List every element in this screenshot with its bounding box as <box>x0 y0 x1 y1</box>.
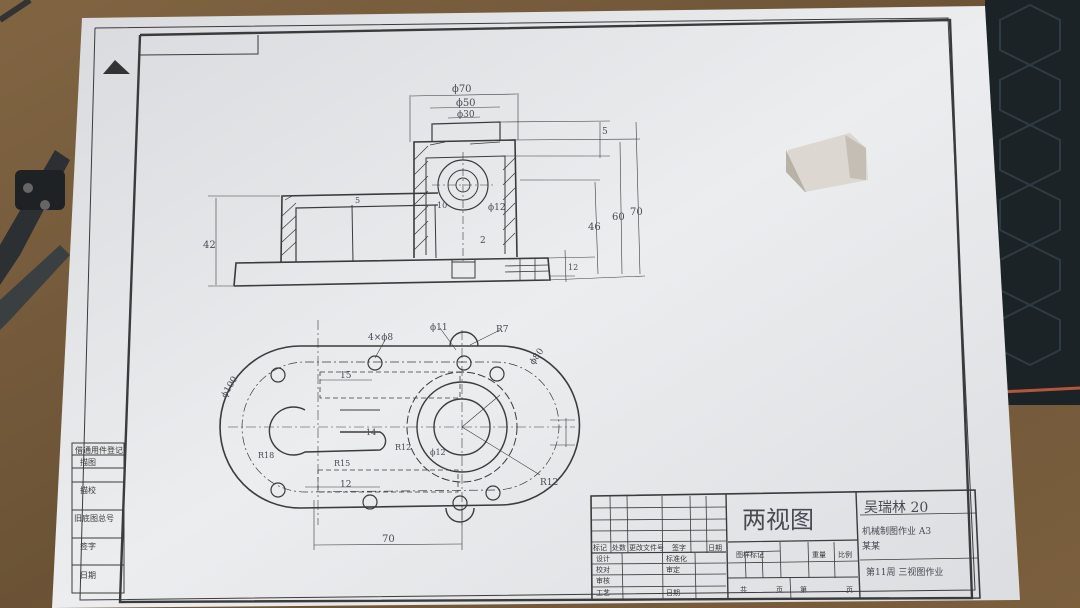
dim-12-base: 12 <box>568 263 578 272</box>
material-note: 机械制图作业 A3 <box>862 525 931 537</box>
tb-approve: 审定 <box>666 565 680 574</box>
tb-check: 校对 <box>596 565 610 574</box>
dim-70: 70 <box>630 207 643 218</box>
compass-tool <box>0 0 70 330</box>
drawing-title: 两视图 <box>742 506 814 534</box>
tb-num-label: 第 <box>800 585 807 594</box>
dim-d12-front: ϕ12 <box>488 203 506 213</box>
dim-14: 14 <box>366 428 376 437</box>
tb-design: 设计 <box>596 554 610 563</box>
dim-d11: ϕ11 <box>430 323 448 333</box>
tb-header-date: 日期 <box>708 544 722 552</box>
tb-standard: 标准化 <box>666 554 687 563</box>
dim-15: 15 <box>340 371 352 381</box>
dim-d30: ϕ30 <box>457 110 475 120</box>
dim-R12: R12 <box>540 478 558 488</box>
dim-4xd8: 4×ϕ8 <box>368 333 393 343</box>
dim-R12-slot: R12 <box>395 443 411 452</box>
tb-review: 审核 <box>596 576 610 585</box>
dim-d70: ϕ70 <box>452 84 472 95</box>
tb-total-label: 共 <box>740 585 747 594</box>
tb-scale-label: 比例 <box>838 550 852 559</box>
dim-60: 60 <box>612 212 625 223</box>
strip-label-signature: 签字 <box>80 541 96 551</box>
dim-12-top: 12 <box>340 480 351 490</box>
tb-total-unit: 页 <box>776 586 783 594</box>
tb-header-mark: 标记 <box>593 543 607 552</box>
strip-label-date: 日期 <box>80 571 96 580</box>
dim-10: 10 <box>437 201 447 210</box>
strip-label-borrowed: 借通用件登记 <box>75 445 123 455</box>
corner-logo-icon <box>103 60 130 74</box>
note-line-3: 第11周 三视图作业 <box>866 566 943 578</box>
tb-date: 日期 <box>666 589 680 597</box>
note-line-2: 某某 <box>862 541 880 552</box>
strip-label-tracing-check: 描校 <box>80 485 96 495</box>
strip-label-tracing: 描图 <box>80 457 96 467</box>
tb-num-unit: 页 <box>846 586 853 594</box>
drawing-paper <box>52 6 1020 608</box>
dim-R15: R15 <box>334 459 350 468</box>
tb-header-count: 处数 <box>612 543 626 552</box>
strip-label-old-base: 旧底图总号 <box>74 513 114 523</box>
tb-stage-label: 图样标记 <box>736 550 764 559</box>
dim-2: 2 <box>480 236 486 246</box>
top-view <box>219 320 581 550</box>
dim-5-top: 5 <box>602 127 608 137</box>
dim-d12-top: ϕ12 <box>430 448 446 457</box>
dim-5-wall: 5 <box>355 196 360 205</box>
drawer-signature: 吴瑞林 20 <box>864 500 928 516</box>
tb-process: 工艺 <box>596 589 610 597</box>
tb-weight-label: 重量 <box>812 551 826 559</box>
title-block <box>590 489 981 601</box>
dim-42: 42 <box>203 240 216 251</box>
dim-R7: R7 <box>496 325 509 335</box>
eraser <box>786 133 868 192</box>
tb-header-doc: 更改文件号 <box>629 543 664 552</box>
left-strip-table <box>71 442 125 594</box>
dim-d50: ϕ50 <box>456 98 476 109</box>
dim-70-top: 70 <box>382 534 395 545</box>
dim-R18: R18 <box>258 451 274 460</box>
tb-header-sign: 签字 <box>672 543 686 552</box>
dim-46: 46 <box>588 222 601 233</box>
front-view <box>208 93 646 287</box>
